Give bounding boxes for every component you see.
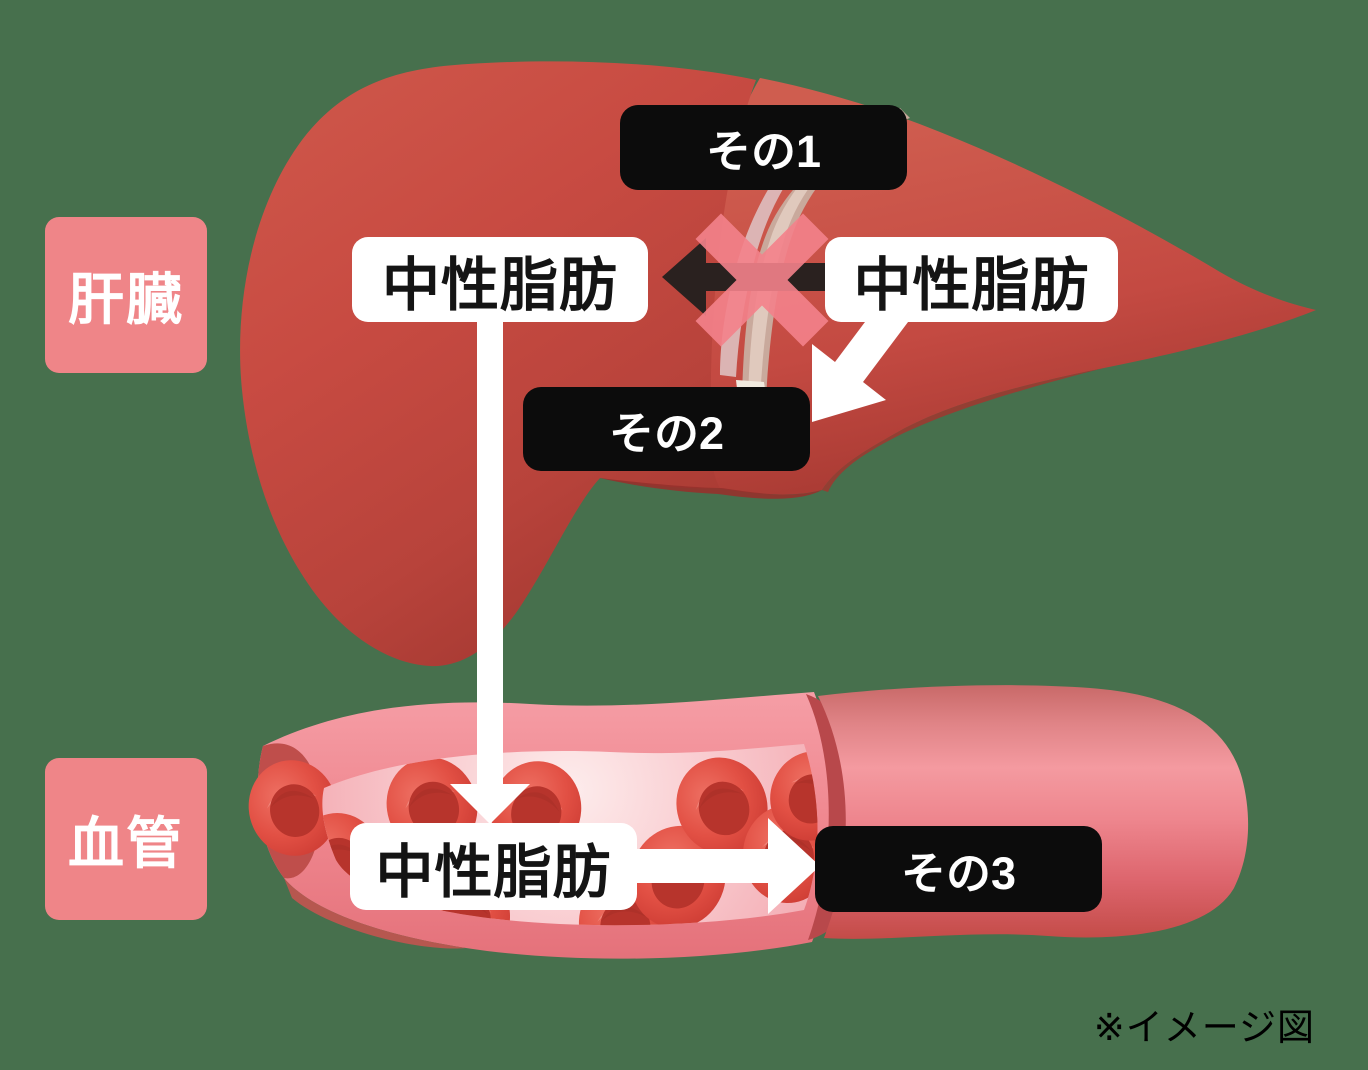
vessel-label: 血管 (45, 758, 207, 920)
right-arrow-icon (632, 818, 820, 914)
step-badge-2-text: その2 (608, 407, 725, 459)
fat-box-vessel: 中性脂肪 (350, 823, 637, 910)
fat-box-liver-right: 中性脂肪 (825, 237, 1118, 322)
vessel-wall-bottom-shadow (284, 878, 466, 949)
liver-notch-shadow (600, 478, 822, 499)
step-badge-1: その1 (620, 105, 907, 190)
image-note-text: ※イメージ図 (1093, 1007, 1315, 1048)
fat-box-liver-right-text: 中性脂肪 (853, 252, 1090, 318)
fat-box-liver-left-text: 中性脂肪 (381, 252, 618, 318)
step-badge-2: その2 (523, 387, 810, 471)
step-badge-1-text: その1 (705, 126, 822, 177)
block-x-icon (695, 213, 829, 347)
fat-box-liver-left: 中性脂肪 (352, 237, 648, 322)
down-arrow-icon (450, 308, 530, 824)
vessel-label-text: 血管 (68, 811, 184, 875)
image-note: ※イメージ図 (1094, 997, 1315, 1051)
liver-label-text: 肝臓 (68, 267, 184, 331)
liver-label: 肝臓 (45, 217, 207, 373)
fat-box-vessel-text: 中性脂肪 (375, 839, 612, 905)
step-badge-3-text: その3 (900, 847, 1017, 899)
step-badge-3: その3 (815, 826, 1102, 912)
